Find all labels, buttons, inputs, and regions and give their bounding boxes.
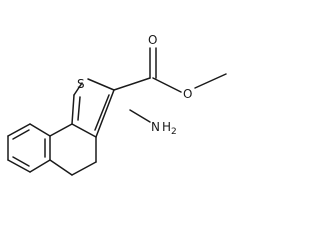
bond [71, 123, 97, 138]
chemical-structure: S O O N H 2 [7, 33, 227, 176]
bond [152, 77, 182, 93]
bond [71, 94, 75, 125]
dihydro-ring [49, 123, 97, 176]
amino-hydrogen-count: 2 [171, 127, 177, 137]
bond [49, 123, 73, 137]
double-bond-inner [77, 96, 81, 121]
bond [29, 159, 51, 173]
bond [7, 123, 31, 137]
amino-hydrogen-label: H [162, 120, 171, 134]
bond [49, 159, 73, 176]
sulfur-atom-label: S [77, 77, 85, 91]
bond [73, 82, 83, 96]
double-bond-inner [12, 129, 30, 140]
bond [29, 123, 51, 137]
amino-label: N H 2 [151, 120, 177, 137]
ether-oxygen-label: O [183, 87, 192, 101]
double-bond-inner [12, 156, 30, 167]
bond [87, 78, 115, 91]
carbonyl-oxygen-label: O [148, 33, 157, 47]
bond [7, 159, 31, 173]
amino-group [129, 109, 151, 123]
bond [113, 77, 151, 91]
bond [129, 109, 151, 123]
bond [95, 89, 115, 138]
bond [194, 73, 227, 89]
amino-nitrogen-label: N [151, 120, 160, 134]
bond [71, 161, 97, 176]
methyl-ester-group [113, 47, 227, 93]
double-bond-inner [94, 94, 110, 131]
benzene-ring [7, 123, 51, 173]
thiophene-ring [71, 78, 115, 138]
